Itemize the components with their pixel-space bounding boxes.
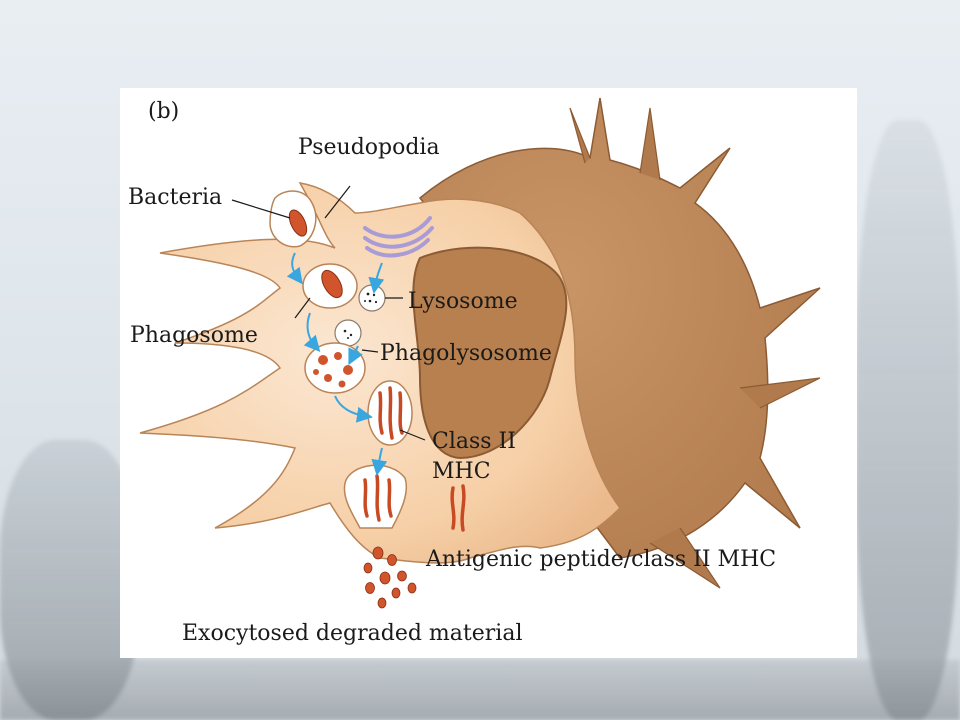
class-ii-mhc-vesicle — [367, 380, 413, 446]
lysosome — [358, 284, 386, 312]
leader-lines — [231, 185, 426, 441]
panel-letter: (b) — [148, 99, 179, 124]
bacterium — [288, 209, 308, 237]
golgi-apparatus — [363, 216, 434, 258]
label-bacteria: Bacteria — [128, 185, 222, 210]
label-exocytosed: Exocytosed degraded material — [182, 621, 522, 646]
process-arrows — [286, 252, 388, 476]
diagram-panel: (b) Pseudopodia Bacteria Lysosome Phagos… — [120, 88, 857, 658]
background-shape-right — [856, 120, 960, 720]
label-lysosome: Lysosome — [408, 289, 518, 314]
nucleus — [412, 246, 568, 460]
exocytosis-vesicle — [343, 464, 407, 529]
phagosome — [302, 263, 358, 309]
surface-mhc-complex — [450, 484, 466, 532]
exocytosed-particles — [363, 546, 417, 609]
label-phagosome: Phagosome — [130, 323, 258, 348]
label-mhc: MHC — [432, 459, 491, 484]
background-shape-bottom — [0, 660, 960, 720]
label-phagolysosome: Phagolysosome — [380, 341, 552, 366]
label-antigenic-peptide: Antigenic peptide/class II MHC — [425, 547, 776, 572]
label-pseudopodia: Pseudopodia — [298, 135, 440, 160]
pseudopodia-engulfment — [269, 190, 317, 248]
label-class-ii: Class II — [432, 429, 516, 454]
macrophage-diagram: (b) Pseudopodia Bacteria Lysosome Phagos… — [128, 97, 821, 646]
